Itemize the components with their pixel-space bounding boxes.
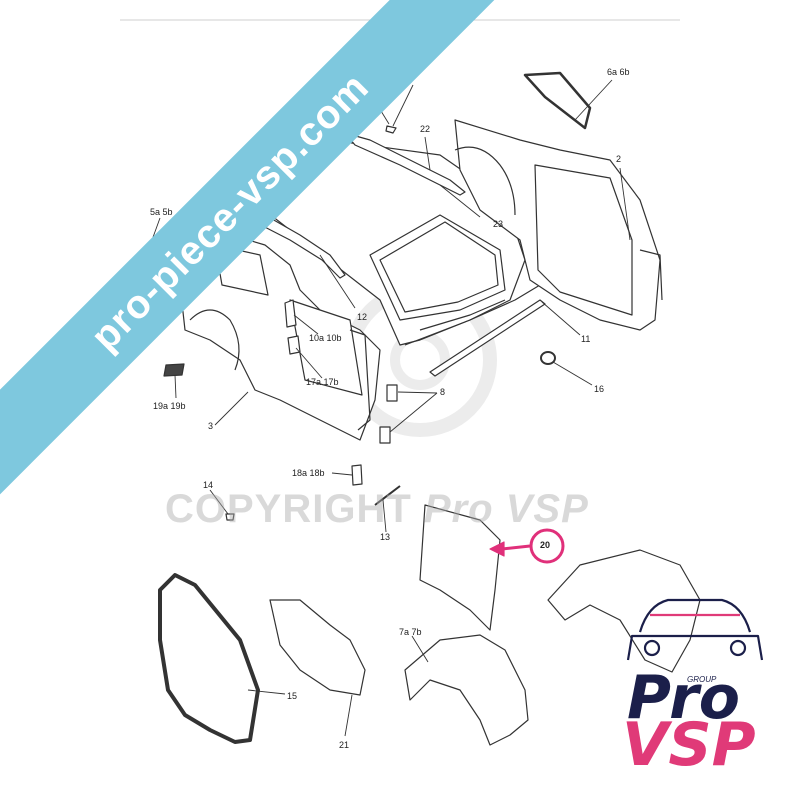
label-part-14: 14 (203, 480, 214, 490)
wheel-arch-liner-right (547, 549, 701, 673)
grommet-16 (540, 351, 556, 365)
label-part-17ab: 17a 17b (306, 377, 339, 387)
logo-group-text: GROUP (685, 675, 719, 684)
label-part-11: 11 (581, 334, 591, 344)
label-part-18ab: 18a 18b (292, 468, 325, 478)
wheel-arch-liner-7 (404, 634, 529, 746)
part-18 (351, 464, 363, 486)
part-10 (284, 299, 297, 328)
part-17 (287, 335, 301, 355)
logo-car-outline (626, 598, 764, 661)
label-part-5ab: 5a 5b (150, 207, 173, 217)
label-part-6ab: 6a 6b (607, 67, 630, 77)
label-part-16: 16 (594, 384, 605, 394)
badge-19 (163, 363, 185, 377)
label-part-2: 2 (616, 154, 622, 164)
side-body-panel-2 (454, 119, 663, 331)
trim-panel-21 (269, 599, 366, 696)
highlight-callout-20 (489, 528, 565, 564)
label-part-21: 21 (339, 740, 350, 750)
logo-pro-text: Pro (627, 663, 740, 733)
side-body-panel-3 (179, 229, 381, 441)
label-part-13: 13 (380, 532, 391, 542)
label-part-10ab: 10a 10b (309, 333, 342, 343)
label-part-22: 22 (420, 124, 431, 134)
label-part-8: 8 (440, 387, 446, 397)
strip-11 (429, 299, 546, 377)
insulation-panel-20 (419, 504, 501, 631)
label-part-20: 20 (540, 540, 551, 550)
copyright-prefix: COPYRIGHT (165, 487, 412, 531)
label-part-7ab: 7a 7b (399, 627, 422, 637)
bolt-14 (225, 513, 235, 521)
clip-4 (385, 125, 397, 134)
label-part-15: 15 (287, 691, 298, 701)
logo-vsp-text: VSP (622, 710, 756, 780)
copyright-brand: Pro VSP (423, 487, 589, 531)
copyright-watermark: COPYRIGHT Pro VSP (165, 487, 589, 532)
label-part-19ab: 19a 19b (153, 401, 186, 411)
door-seal-15 (158, 573, 260, 744)
brackets-8 (379, 384, 398, 444)
window-seal-6 (523, 71, 592, 130)
label-part-12: 12 (357, 312, 368, 322)
label-part-23: 23 (493, 219, 504, 229)
rod-13 (374, 485, 401, 506)
label-part-3: 3 (208, 421, 214, 431)
